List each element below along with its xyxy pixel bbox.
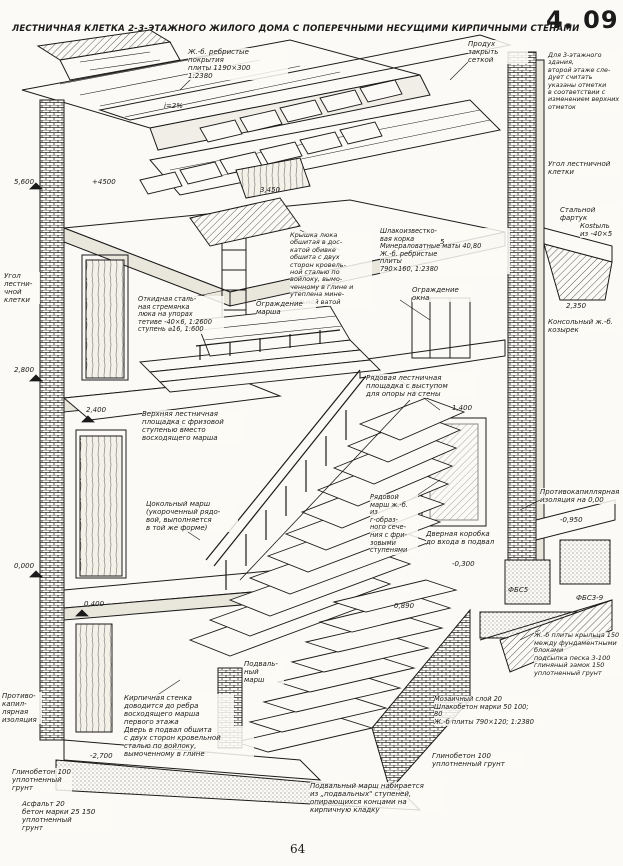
label-slag-insulation: Шлакоизвестко- вая корка Минераловатные … [380,227,510,274]
label-landing-ribbed: Рядовая лестничная площадка с выступом д… [366,374,476,398]
right-brick-wall [507,51,545,593]
dim-neg0950: -0,950 [560,516,583,524]
left-brick-wall [39,99,65,741]
label-damp-insulation-right: Противокапиллярная изоляция на 0,00 [540,488,622,504]
dim-neg0300: -0,300 [452,560,475,568]
dim-1400: 1,400 [452,404,473,412]
label-basement-march: Цокольный марш (укороченный рядо- вой, в… [146,500,238,532]
upper-stair-flight [139,305,381,393]
label-brick-wall: Кирпичная стенка доводится до ребра восх… [124,694,234,726]
label-slope: i=2% [164,102,183,110]
label-steel-ladder: Откидная сталь- ная стремянка люка на уп… [138,295,224,334]
basement-stair-flight [234,579,458,753]
canopy [543,227,613,301]
label-basement-steps: Подваль- ный марш [244,660,284,684]
label-basement-march-note: Подвальный марш набирается из „подвальны… [310,782,446,814]
dim-5: 5 [440,238,445,246]
label-railing-left: Ограждение марша [256,300,316,316]
railings [195,329,411,590]
label-door-box: Дверная коробка до входа в подвал [426,530,496,546]
label-steel-apron: Стальной фартук [560,206,620,222]
label-basement-door: Дверь в подвал обшита с двух сторон кров… [124,726,254,758]
label-fbs9: ФБС3-9 [576,594,604,602]
ladder-and-hatch [189,157,311,360]
label-mosaic-floor: Мозаичный слой 20 Шлакобетон марки 50 10… [434,695,538,727]
dim-4500: +4500 [92,178,116,186]
dim-0400: 0,400 [84,600,105,608]
label-concrete-floor-left: Глинобетон 100 уплотненный грунт [12,768,72,792]
label-hatch-lid: Крышка люка обшитая в дос- катой обивке … [290,231,372,307]
label-damp-insulation-left: Противо- капил- лярная изоляция [2,692,42,724]
label-row-march: Рядовой марш ж.-б. из г-образ- ного сече… [370,493,418,555]
dim-3450: 3,450 [260,186,281,194]
label-asphalt: Асфальт 20 бетон марки 25 150 уплотненны… [22,800,112,832]
label-clay-concrete-right: Глинобетон 100 уплотненный грунт [432,752,522,768]
dim-0890: 0,890 [394,602,415,610]
sheet-number: 4. 09 [546,6,619,34]
page-number: 64 [290,842,306,856]
label-roof-slabs: Ж.-б. ребристые покрытия плиты 1190×300 … [188,48,288,80]
label-upper-landing: Верхняя лестничная площадка с фризовой с… [142,410,242,442]
label-consol-canopy: Консольный ж.-б. козырек [548,318,622,334]
label-fbs5: ФБС5 [508,586,529,594]
label-window-guard: Ограждение окна [412,286,472,302]
label-stair-corner-left: Угол лестни- чной клетки [4,272,40,304]
dim-5600: 5,600 [14,178,35,186]
dim-2400: 2,400 [86,406,107,414]
label-three-storey-note: Для 3-этажного здания, второй этаже сле-… [548,51,620,112]
label-bracket: Кostыль из -40×5 [580,222,622,238]
label-stair-corner-top: Угол лестничной клетки [548,160,618,176]
label-vent-grate: Продух закрыть сеткой [468,40,528,64]
dim-2350: 2,350 [566,302,587,310]
dim-0000: 0,000 [14,562,35,570]
label-foundation-plate: Ж.-б плиты крыльца 150 между фундаментны… [534,631,622,677]
dim-2800: 2,800 [14,366,35,374]
dim-neg2700: -2,700 [90,752,113,760]
elevation-markers [29,182,95,617]
sheet-title: Лестничная клетка 2-3-этажного жилого до… [12,24,580,34]
